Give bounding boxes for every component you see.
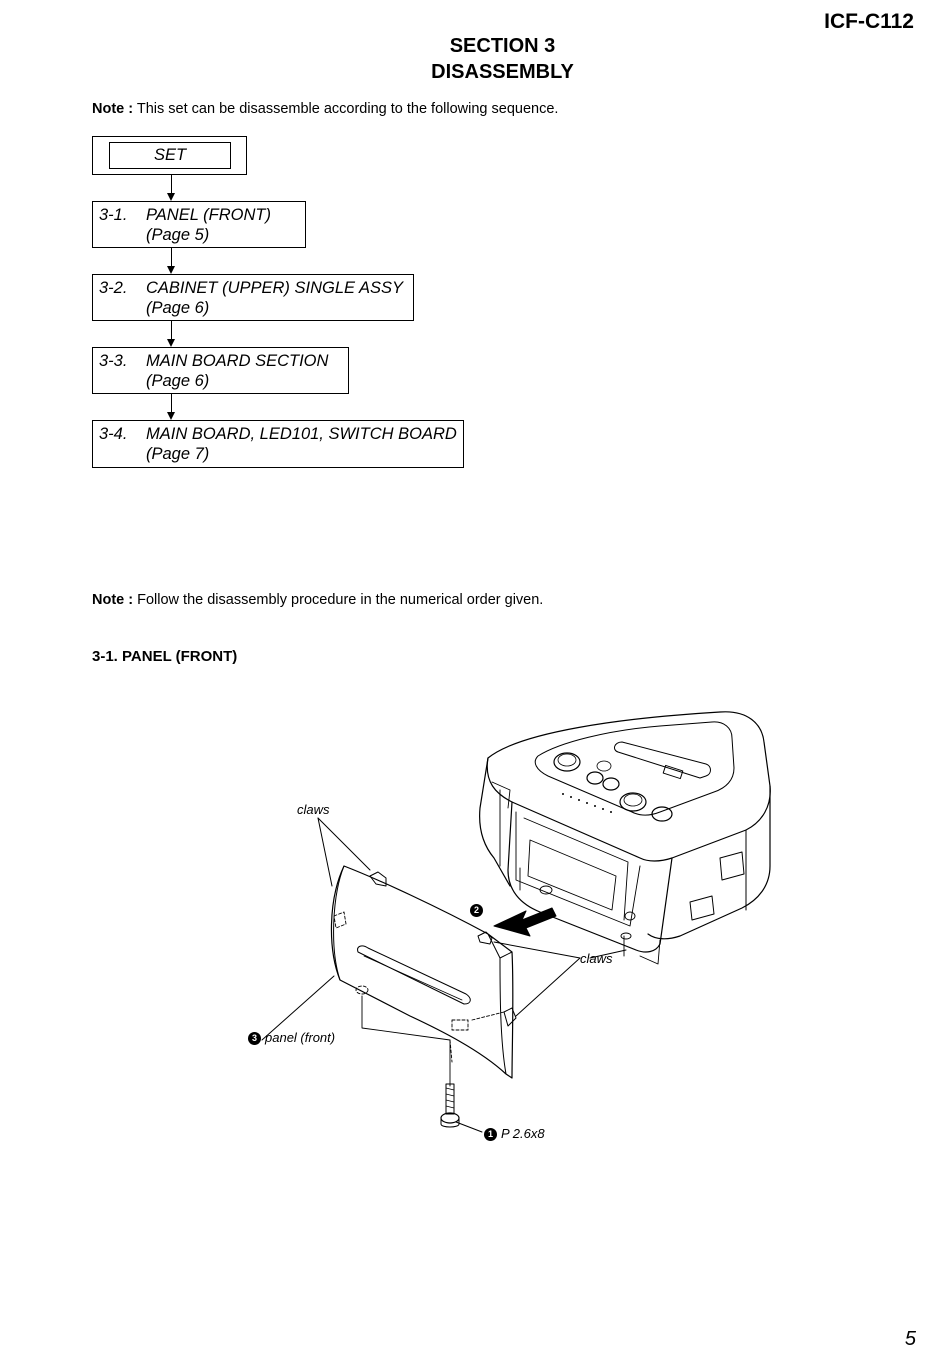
step-page: (Page 5): [146, 226, 210, 244]
flow-step-4: 3-4. MAIN BOARD, LED101, SWITCH BOARD (P…: [92, 420, 464, 468]
step-number: 3-4.: [99, 425, 128, 443]
step-title: MAIN BOARD SECTION: [146, 352, 329, 370]
step-number: 3-2.: [99, 279, 128, 297]
step-title: PANEL (FRONT): [146, 206, 271, 224]
flow-start-box: SET: [92, 136, 247, 175]
flow-arrow-icon: [167, 339, 175, 347]
note-label: Note :: [92, 592, 134, 608]
note-text: Follow the disassembly procedure in the …: [137, 592, 544, 608]
number-1-icon: 1: [484, 1128, 497, 1142]
flow-step-2: 3-2. CABINET (UPPER) SINGLE ASSY (Page 6…: [92, 274, 414, 321]
screw-illustration: [440, 1083, 460, 1128]
flow-connector: [171, 321, 172, 339]
removal-arrow-icon: [493, 907, 557, 937]
flow-arrow-icon: [167, 193, 175, 201]
flow-connector: [171, 175, 172, 193]
panel-label-text: panel (front): [265, 1030, 336, 1045]
step-badge-2: 2: [470, 902, 487, 920]
section-number: SECTION 3: [449, 35, 556, 57]
label-claws-top: claws: [297, 802, 330, 817]
flow-step-1: 3-1. PANEL (FRONT) (Page 5): [92, 201, 306, 248]
step-page: (Page 7): [146, 445, 210, 463]
flow-start-label: SET: [109, 142, 231, 169]
subsection-title: 3-1. PANEL (FRONT): [92, 648, 238, 665]
step-number: 3-3.: [99, 352, 128, 370]
section-title: SECTION 3 DISASSEMBLY: [0, 33, 950, 85]
flow-arrow-icon: [167, 412, 175, 420]
note-text: This set can be disassemble according to…: [136, 101, 559, 117]
label-panel-front: 3 panel (front): [248, 1030, 336, 1046]
note-sequence: Note : This set can be disassemble accor…: [92, 101, 558, 117]
step-number: 3-1.: [99, 206, 128, 224]
label-claws-right: claws: [580, 951, 613, 966]
flow-arrow-icon: [167, 266, 175, 274]
section-name: DISASSEMBLY: [431, 61, 574, 83]
page-number: 5: [904, 1328, 916, 1350]
flow-step-3: 3-3. MAIN BOARD SECTION (Page 6): [92, 347, 349, 394]
step-title: MAIN BOARD, LED101, SWITCH BOARD: [146, 425, 457, 443]
flow-connector: [171, 248, 172, 266]
radio-body-illustration: [479, 711, 771, 965]
label-screw: 1 P 2.6x8: [484, 1126, 545, 1142]
step-title: CABINET (UPPER) SINGLE ASSY: [146, 279, 404, 297]
flow-connector: [171, 394, 172, 412]
model-number: ICF-C112: [824, 10, 914, 33]
step-page: (Page 6): [146, 372, 210, 390]
note-order: Note : Follow the disassembly procedure …: [92, 592, 543, 608]
step-page: (Page 6): [146, 299, 210, 317]
number-3-icon: 3: [248, 1032, 261, 1046]
screw-label-text: P 2.6x8: [501, 1126, 545, 1141]
exploded-view-diagram: [261, 711, 771, 1133]
front-panel-illustration: [330, 865, 517, 1079]
note-label: Note :: [92, 101, 134, 117]
number-2-icon: 2: [470, 904, 483, 918]
